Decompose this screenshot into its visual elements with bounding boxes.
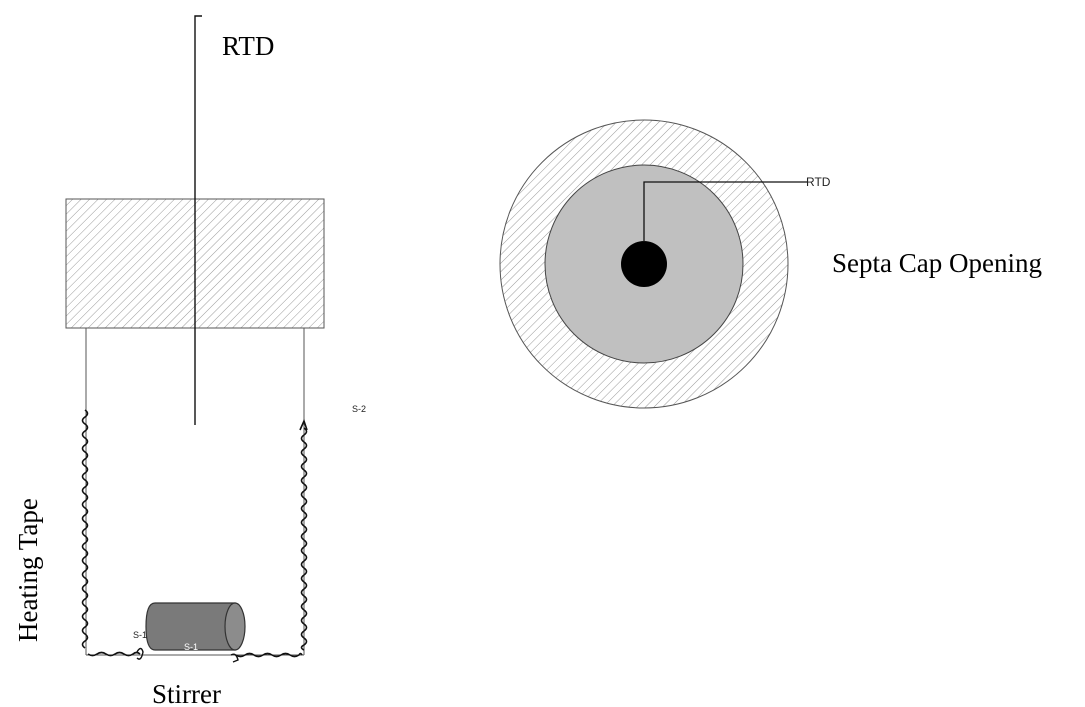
s2-label: S-2: [352, 404, 366, 414]
heating-tape-left: [81, 409, 89, 649]
s1-label-center: S-1: [184, 642, 198, 652]
heating-tape-top-tip: [299, 418, 308, 431]
heating-tape-bottom-left: [87, 651, 141, 657]
top-view: RTD Septa Cap Opening: [499, 119, 1042, 409]
rtd-label-top: RTD: [806, 175, 831, 189]
rtd-leader-line: [643, 181, 808, 242]
tape-connector-right: [230, 653, 239, 663]
heating-tape-bottom-right: [235, 652, 303, 658]
rtd-label-side: RTD: [222, 31, 274, 61]
heating-tape-label: Heating Tape: [13, 498, 43, 642]
rtd-probe: [194, 15, 202, 425]
tape-connector-left: [136, 647, 144, 660]
stirrer-cylinder: [145, 602, 246, 651]
s1-label-left: S-1: [133, 630, 147, 640]
rtd-opening: [621, 241, 667, 287]
heating-tape-right: [300, 427, 308, 651]
septa-cap-opening-label: Septa Cap Opening: [832, 248, 1042, 278]
side-view: RTD Heating Tape Stirrer S-1 S-1 S-2: [13, 15, 366, 707]
stirrer-label: Stirrer: [152, 679, 221, 707]
